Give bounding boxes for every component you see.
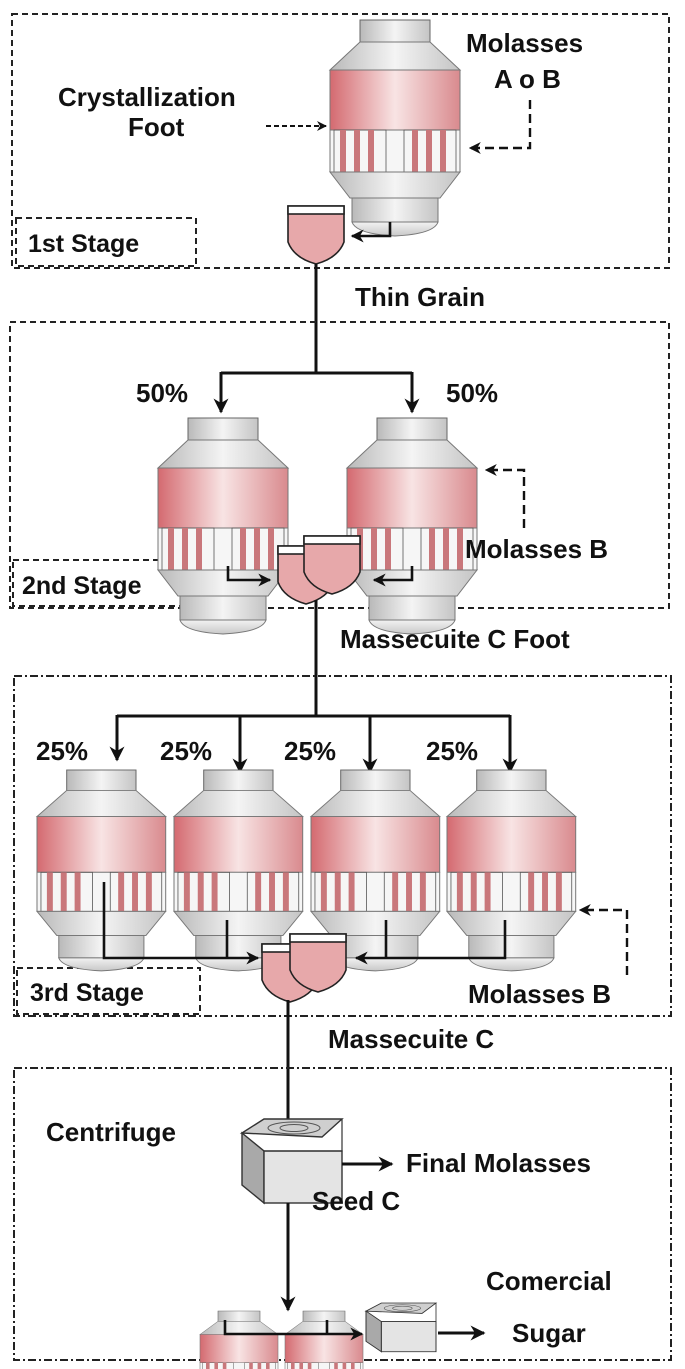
commercial-sugar-label-line2: Sugar	[512, 1318, 586, 1348]
stage4-centrifuge-icon	[365, 1302, 437, 1353]
massecuite-c-foot-label: Massecuite C Foot	[340, 624, 570, 654]
stage2-molasses-b-label: Molasses B	[465, 534, 608, 564]
centrifuge-label: Centrifuge	[46, 1117, 176, 1147]
crystallization-foot-label-line2: Foot	[128, 112, 185, 142]
final-molasses-label: Final Molasses	[406, 1148, 591, 1178]
crystallization-foot-label-line1: Crystallization	[58, 82, 236, 112]
stage1-seed-receiver-icon	[287, 205, 345, 265]
stage1-label: 1st Stage	[28, 230, 139, 258]
molasses-ab-label-line2: A o B	[494, 64, 561, 94]
stage1-label-box	[15, 217, 197, 267]
thin-grain-label: Thin Grain	[355, 282, 485, 312]
stage1-discharge-arrow	[350, 222, 392, 243]
stage3-label: 3rd Stage	[30, 979, 144, 1007]
stage4-vacuum-pan-icon-2	[284, 1310, 364, 1369]
molasses-ab-label-line1: Molasses	[466, 28, 583, 58]
commercial-sugar-label-line1: Comercial	[486, 1266, 612, 1296]
molasses-ab-arrow	[468, 100, 532, 154]
stage2-vacuum-pan-icon-right	[346, 417, 478, 635]
seed-c-label: Seed C	[312, 1186, 400, 1216]
stage2-split-left-label: 50%	[136, 378, 188, 408]
stage3-label-box	[16, 967, 201, 1015]
stage3-molasses-b-label: Molasses B	[468, 979, 611, 1009]
stage1-boundary	[11, 13, 670, 269]
stage2-boundary	[9, 321, 670, 609]
stage3-molasses-b-arrow	[578, 904, 629, 975]
stage4-boundary	[13, 1067, 672, 1361]
stage3-split-label-2: 25%	[160, 736, 212, 766]
stage3-split-label-1: 25%	[36, 736, 88, 766]
massecuite-c-label: Massecuite C	[328, 1024, 494, 1054]
stage2-discharge-arrow-left	[226, 566, 272, 587]
stage1-vacuum-pan-icon	[329, 19, 461, 237]
stage3-split-label-4: 25%	[426, 736, 478, 766]
stage3-boundary	[13, 675, 672, 1017]
stage2-label: 2nd Stage	[22, 572, 142, 600]
stage3-vacuum-pan-icon-4	[446, 769, 577, 972]
stage4-vacuum-pan-icon-1	[199, 1310, 279, 1369]
stage2-split-right-label: 50%	[446, 378, 498, 408]
stage4-collector-line	[223, 1320, 364, 1341]
stage3-collector-left	[102, 882, 260, 965]
stage3-vacuum-pan-icon-2	[173, 769, 304, 972]
stage2-discharge-arrow-right	[372, 566, 414, 587]
stage3-split-label-3: 25%	[284, 736, 336, 766]
stage3-collector-right	[354, 920, 507, 965]
stage2-molasses-b-arrow	[484, 464, 526, 528]
stage3-vacuum-pan-icon-1	[36, 769, 167, 972]
